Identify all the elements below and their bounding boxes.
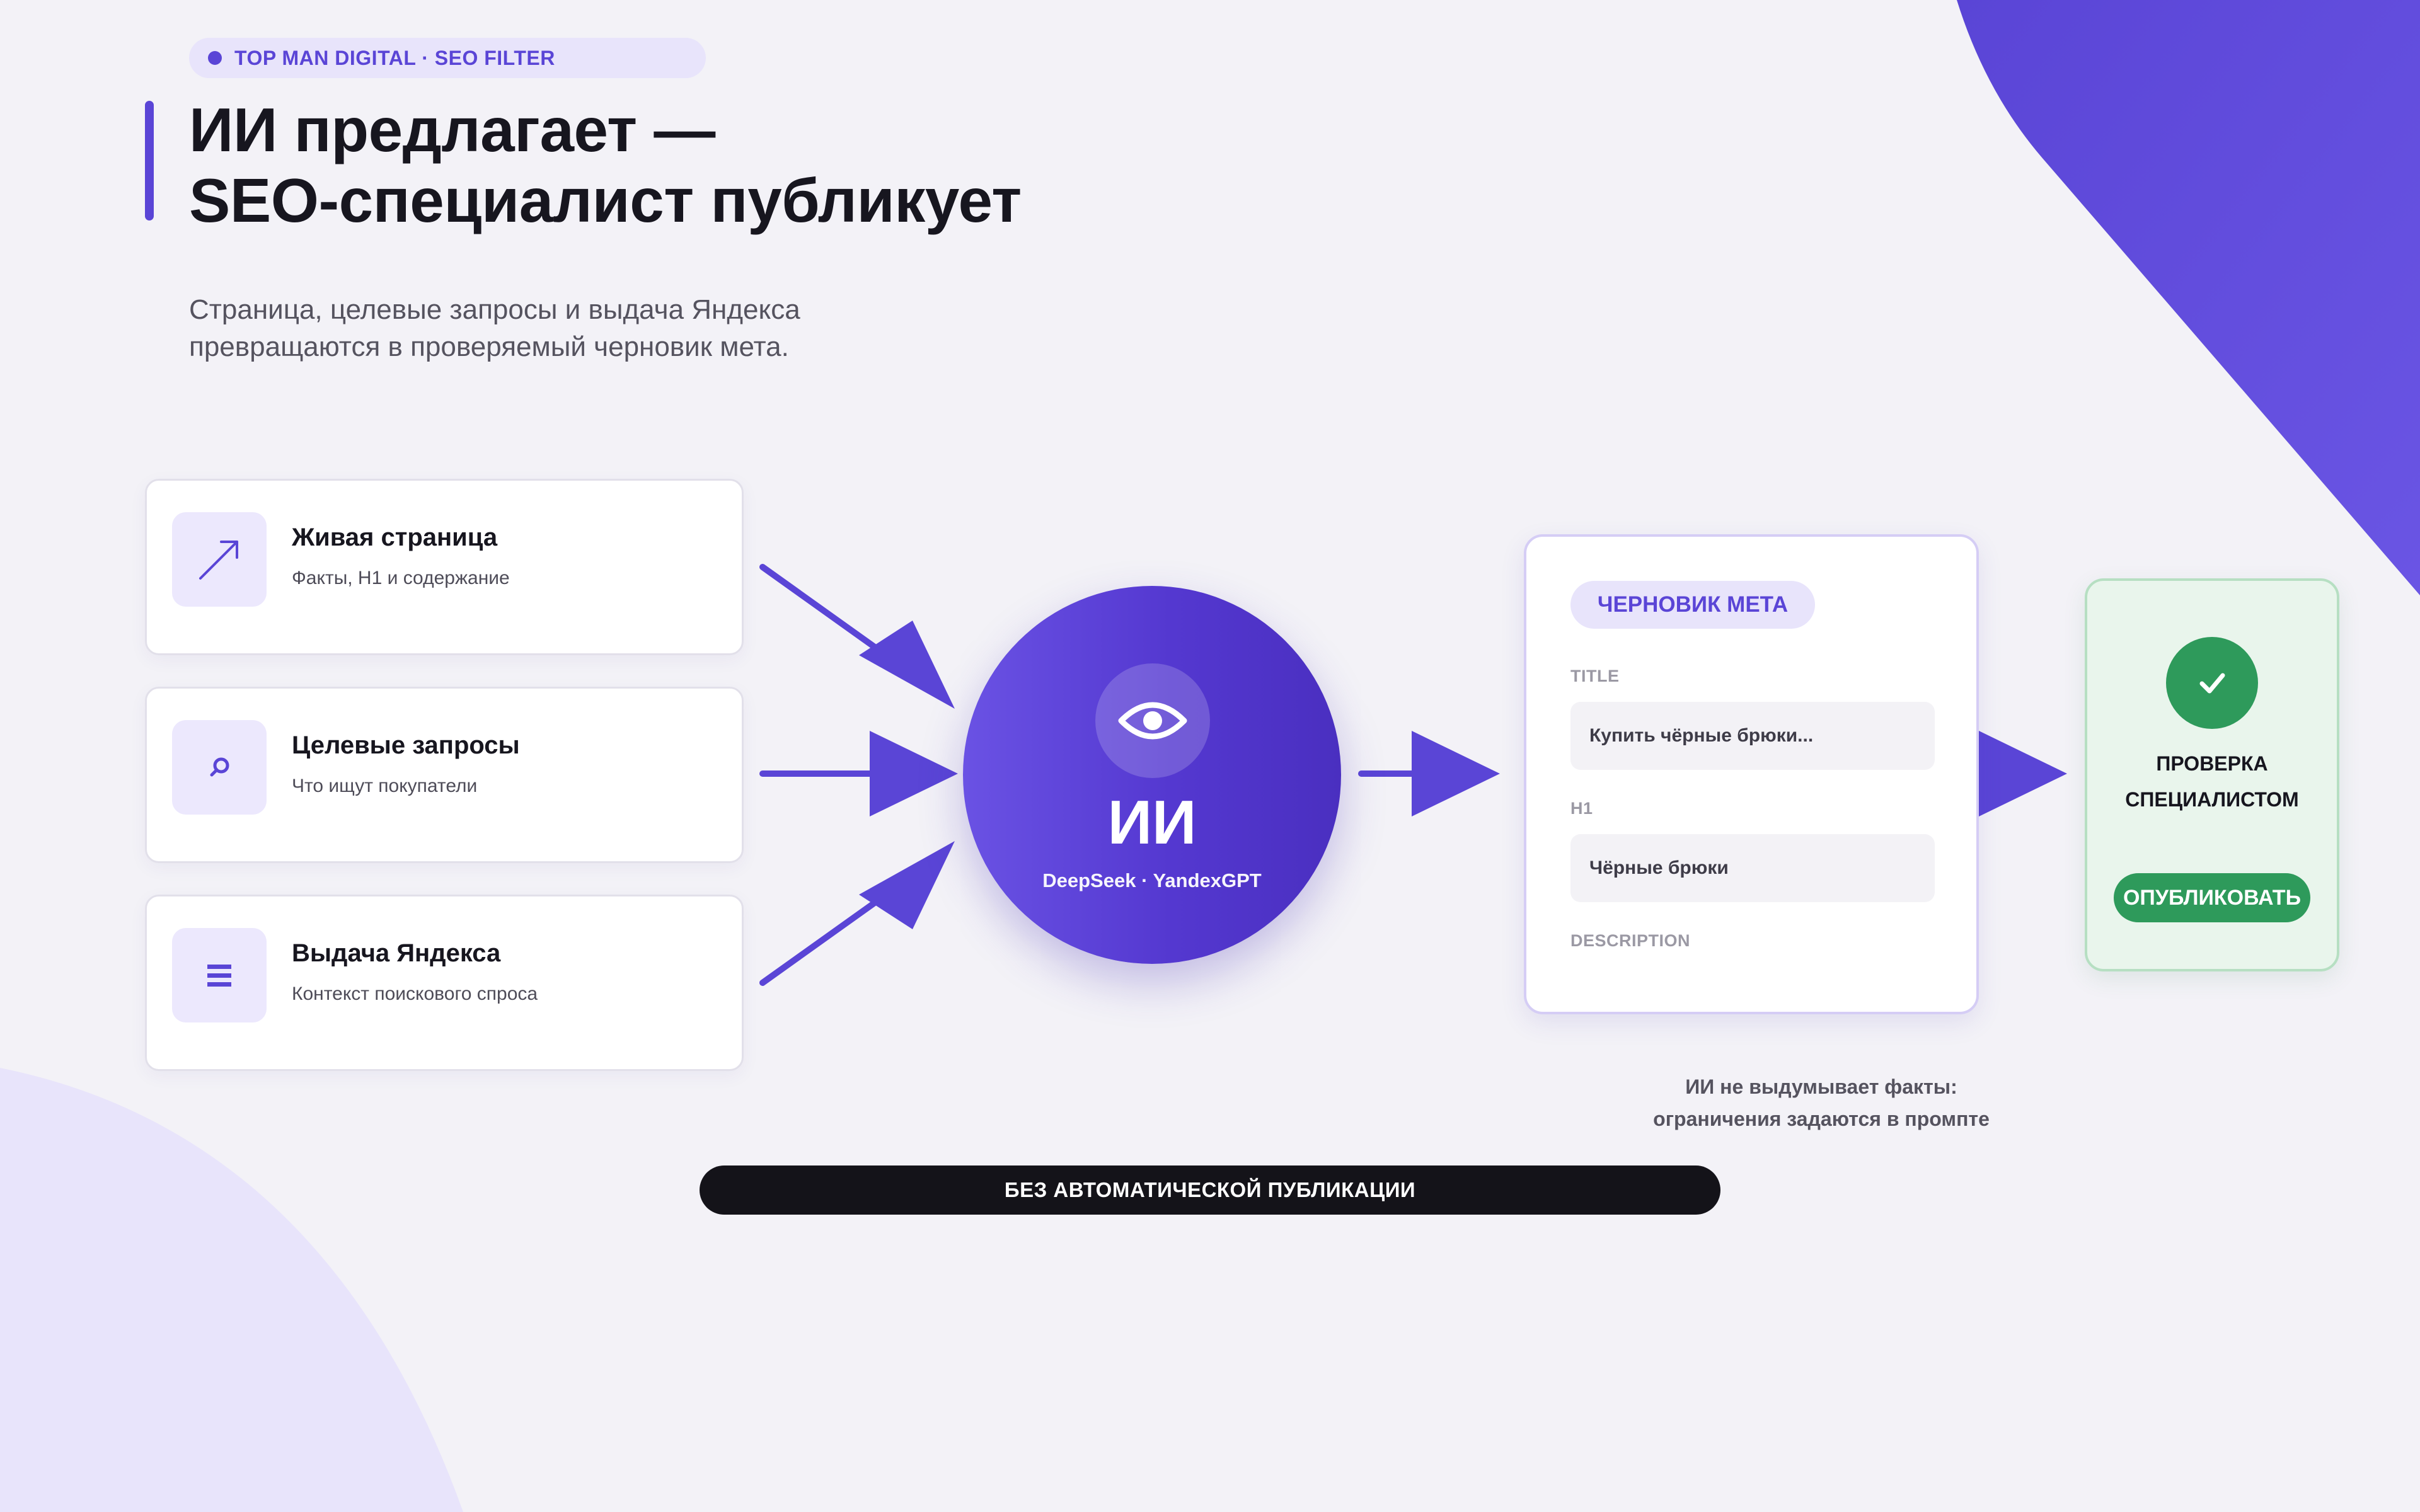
input-card-title: Выдача Яндекса <box>292 939 501 967</box>
arrow-serp-to-ai-head <box>859 841 955 929</box>
input-card-yandex-serp: Выдача Яндекса Контекст поискового спрос… <box>145 895 744 1071</box>
arrow-ai-to-draft-head <box>1412 731 1500 816</box>
arrow-queries-to-ai-head <box>870 731 958 816</box>
input-card-live-page: Живая страница Факты, H1 и содержание <box>145 479 744 655</box>
page-subtitle-line-1: Страница, целевые запросы и выдача Яндек… <box>189 294 800 325</box>
badge-dot-icon <box>208 51 222 65</box>
search-icon <box>172 720 267 815</box>
arrow-up-right-icon <box>172 512 267 607</box>
meta-draft-card: ЧЕРНОВИК МЕТА TITLE Купить чёрные брюки.… <box>1524 534 1979 1014</box>
ai-node-title: ИИ <box>1107 788 1197 857</box>
input-card-desc: Факты, H1 и содержание <box>292 568 510 588</box>
brand-badge: TOP MAN DIGITAL · SEO FILTER <box>189 38 706 78</box>
arrow-live-page-to-ai-head <box>859 621 955 709</box>
badge-label: TOP MAN DIGITAL · SEO FILTER <box>234 46 555 69</box>
note-line-1: ИИ не выдумывает факты: <box>1685 1075 1957 1098</box>
title-field-value: Купить чёрные брюки... <box>1570 702 1935 770</box>
h1-field-label: H1 <box>1570 799 1593 818</box>
ai-constraints-note: ИИ не выдумывает факты: ограничения зада… <box>1613 1071 2029 1135</box>
publish-button[interactable]: ОПУБЛИКОВАТЬ <box>2114 873 2310 922</box>
corner-decor-bottom-left <box>0 1068 463 1512</box>
review-label-line-2: СПЕЦИАЛИСТОМ <box>2125 788 2299 811</box>
checkmark-icon <box>2166 637 2258 729</box>
input-card-title: Целевые запросы <box>292 731 520 759</box>
eye-icon <box>1095 663 1210 778</box>
review-label-line-1: ПРОВЕРКА <box>2156 752 2268 775</box>
input-card-target-queries: Целевые запросы Что ищут покупатели <box>145 687 744 863</box>
draft-pill: ЧЕРНОВИК МЕТА <box>1570 581 1815 629</box>
page-subtitle-line-2: превращаются в проверяемый черновик мета… <box>189 331 789 362</box>
title-field-label: TITLE <box>1570 667 1620 685</box>
note-line-2: ограничения задаются в промпте <box>1653 1108 1990 1130</box>
page-title-line-2: SEO-специалист публикует <box>189 166 1022 235</box>
arrow-serp-to-ai-line <box>759 885 898 986</box>
page-title-line-1: ИИ предлагает — <box>189 95 715 164</box>
input-card-desc: Контекст поискового спроса <box>292 983 538 1004</box>
page-title: ИИ предлагает — SEO-специалист публикует <box>189 94 1022 236</box>
description-field-label: DESCRIPTION <box>1570 931 1691 950</box>
specialist-review-card: ПРОВЕРКА СПЕЦИАЛИСТОМ ОПУБЛИКОВАТЬ <box>2085 578 2339 971</box>
title-accent-bar <box>145 101 154 220</box>
page-subtitle: Страница, целевые запросы и выдача Яндек… <box>189 291 800 365</box>
corner-decor-top-right <box>1957 0 2420 595</box>
no-auto-publish-banner: БЕЗ АВТОМАТИЧЕСКОЙ ПУБЛИКАЦИИ <box>700 1166 1720 1215</box>
arrow-live-page-to-ai-line <box>759 564 898 665</box>
ai-node: ИИ DeepSeek · YandexGPT <box>963 586 1341 964</box>
list-icon <box>172 928 267 1022</box>
input-card-title: Живая страница <box>292 524 498 551</box>
input-card-desc: Что ищут покупатели <box>292 776 478 796</box>
review-label: ПРОВЕРКА СПЕЦИАЛИСТОМ <box>2087 746 2337 818</box>
arrow-draft-to-review-head <box>1979 731 2067 816</box>
ai-node-models: DeepSeek · YandexGPT <box>1042 869 1262 891</box>
h1-field-value: Чёрные брюки <box>1570 834 1935 902</box>
